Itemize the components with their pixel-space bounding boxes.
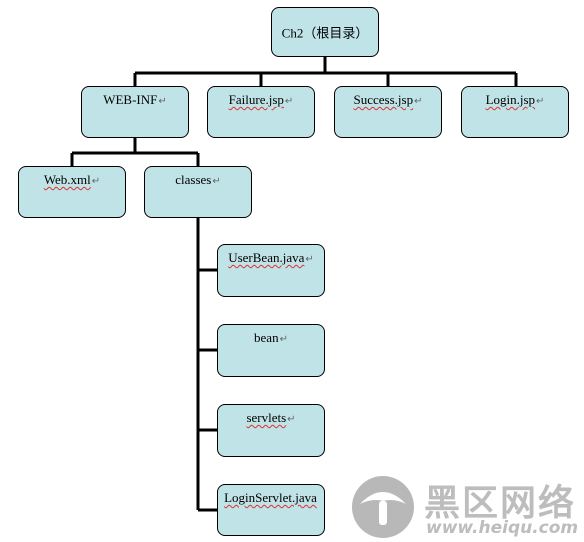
paragraph-mark-icon: ↵ [91, 176, 101, 187]
userbean-java-node-label: UserBean.java [228, 250, 305, 265]
bean-node-label: bean [254, 330, 279, 345]
paragraph-mark-icon: ↵ [158, 96, 167, 107]
paragraph-mark-icon: ↵ [287, 414, 296, 425]
webinf-node-label: WEB-INF [103, 92, 158, 107]
success-jsp-node: Success.jsp↵ [334, 86, 442, 138]
login-jsp-node-label: Login.jsp [485, 92, 536, 107]
paragraph-mark-icon: ↵ [414, 96, 423, 107]
loginservlet-java-node-label: LoginServlet.java [224, 490, 317, 505]
webinf-node: WEB-INF↵ [81, 86, 189, 138]
web-xml-node: Web.xml↵ [18, 166, 126, 218]
watermark-url: www.heiqu.com [426, 518, 579, 538]
root-node: Ch2（根目录） [271, 7, 379, 57]
servlets-node-label: servlets [246, 410, 287, 425]
userbean-java-node: UserBean.java↵ [217, 244, 325, 297]
login-jsp-node: Login.jsp↵ [461, 86, 569, 138]
watermark: 黑区网络 www.heiqu.com [350, 474, 582, 540]
classes-node-label: classes [175, 172, 212, 187]
web-xml-node-label: Web.xml [43, 172, 91, 187]
watermark-text: 黑区网络 [424, 483, 577, 524]
bean-node: bean↵ [217, 324, 325, 377]
paragraph-mark-icon: ↵ [279, 334, 288, 345]
mushroom-logo-icon [352, 476, 414, 538]
root-node-label: Ch2（根目录） [281, 25, 369, 41]
paragraph-mark-icon: ↵ [284, 96, 294, 107]
paragraph-mark-icon: ↵ [305, 254, 314, 265]
paragraph-mark-icon: ↵ [212, 176, 221, 187]
classes-node: classes↵ [144, 166, 252, 218]
loginservlet-java-node: LoginServlet.java [217, 484, 325, 536]
failure-jsp-node: Failure.jsp↵ [207, 86, 315, 138]
paragraph-mark-icon: ↵ [536, 96, 545, 107]
servlets-node: servlets↵ [217, 404, 325, 457]
success-jsp-node-label: Success.jsp [353, 92, 414, 107]
failure-jsp-node-label: Failure.jsp [228, 92, 284, 107]
